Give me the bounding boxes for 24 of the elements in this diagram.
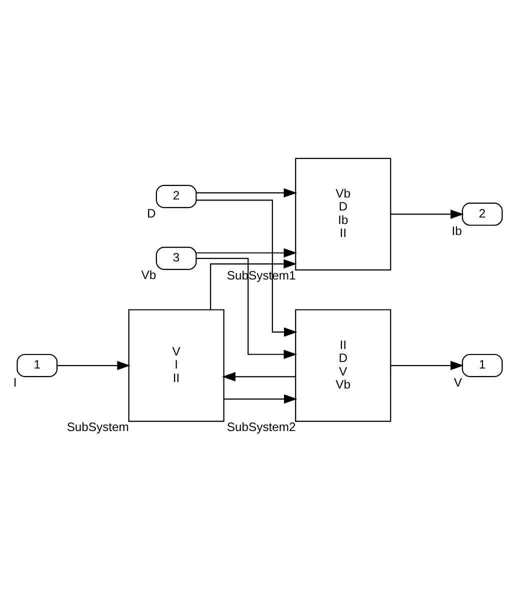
arrow [224,394,298,404]
arrow [196,200,298,337]
node-box: V I II [128,309,224,422]
node-box: 1 [16,354,58,378]
arrow [196,258,297,360]
arrow [390,360,464,370]
arrow [57,360,130,370]
node-label: SubSystem2 [226,420,296,434]
node-box: 2 [156,184,197,208]
arrow [196,188,298,198]
node-box: II D V Vb [295,309,392,422]
node-label: V [454,375,462,390]
node-box: Vb D Ib II [295,158,392,271]
arrow [196,248,298,258]
arrow [222,372,296,382]
arrow [390,210,464,219]
node-label: Vb [141,268,156,282]
node-box: 1 [462,354,503,378]
node-label: Ib [452,224,462,238]
node-box: 3 [156,246,197,270]
node-label: SubSystem [66,420,129,434]
node-box: 2 [462,202,503,226]
node-label: D [147,206,156,220]
node-label: I [13,375,17,390]
